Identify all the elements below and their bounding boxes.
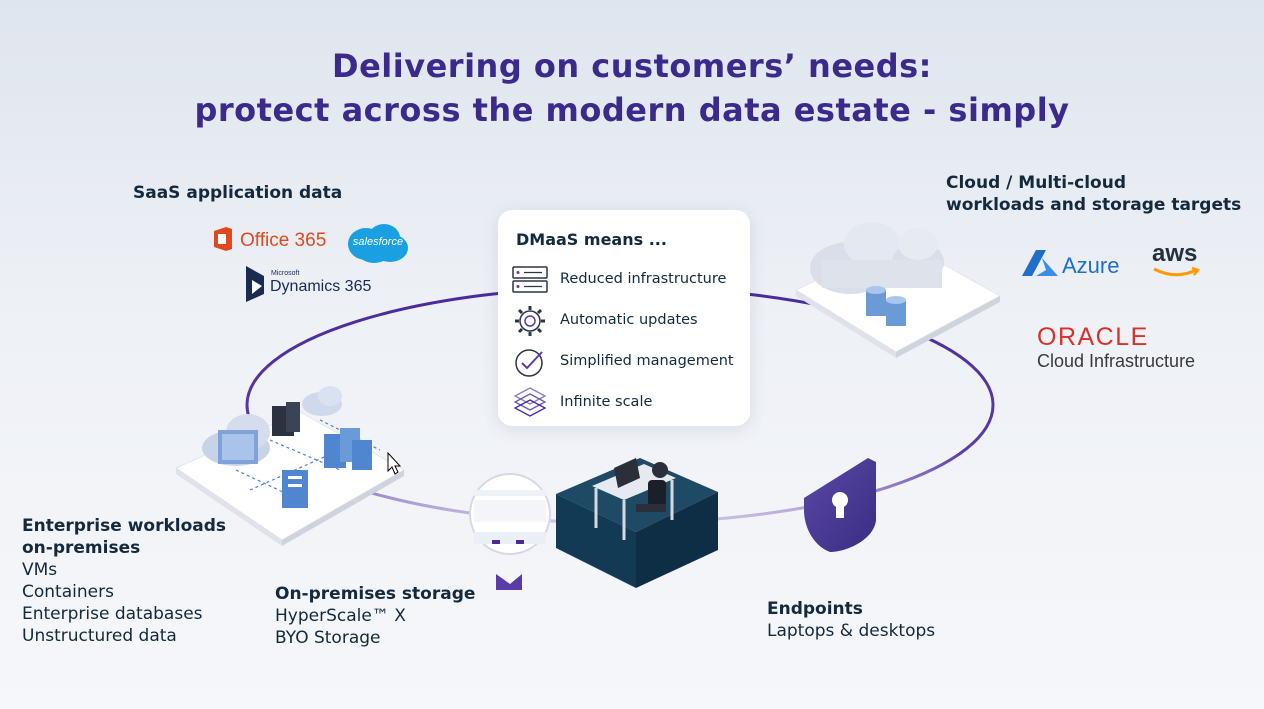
shield-lock-icon bbox=[804, 458, 876, 552]
cloud-heading-line-2: workloads and storage targets bbox=[946, 195, 1242, 215]
slide-title: Delivering on customers’ needs: protect … bbox=[0, 44, 1264, 132]
dynamics-logo: Dynamics 365 bbox=[270, 278, 372, 295]
server-icon bbox=[512, 266, 548, 293]
enterprise-heading-line-1: Enterprise workloads bbox=[22, 516, 227, 536]
enterprise-item: VMs bbox=[22, 560, 58, 580]
feature-label: Automatic updates bbox=[560, 312, 698, 328]
onprem-item: HyperScale™ X bbox=[275, 606, 406, 626]
onprem-list: HyperScale™ X BYO Storage bbox=[275, 605, 406, 649]
enterprise-item: Enterprise databases bbox=[22, 604, 203, 624]
cloud-heading: Cloud / Multi-cloud workloads and storag… bbox=[946, 172, 1241, 216]
enterprise-item: Containers bbox=[22, 582, 114, 602]
onprem-heading: On-premises storage bbox=[275, 584, 476, 604]
feature-label: Reduced infrastructure bbox=[560, 271, 727, 287]
oracle-logo: ORACLE bbox=[1037, 323, 1149, 351]
oracle-cloud-subtitle: Cloud Infrastructure bbox=[1037, 351, 1196, 371]
gauge-check-icon bbox=[515, 349, 543, 377]
salesforce-logo: salesforce bbox=[352, 236, 404, 248]
enterprise-list: VMs Containers Enterprise databases Unst… bbox=[22, 559, 203, 647]
mouse-cursor-icon bbox=[387, 451, 402, 475]
endpoints-heading: Endpoints bbox=[767, 599, 863, 619]
cloud-heading-line-1: Cloud / Multi-cloud bbox=[946, 173, 1127, 193]
dashboard-preview-bubble bbox=[469, 473, 551, 555]
enterprise-platform bbox=[174, 386, 406, 546]
dmaas-title: DMaaS means ... bbox=[516, 230, 667, 249]
enterprise-item: Unstructured data bbox=[22, 626, 177, 646]
enterprise-heading-line-2: on-premises bbox=[22, 538, 141, 558]
layers-icon bbox=[513, 387, 547, 417]
aws-logo: aws bbox=[1152, 240, 1198, 267]
salesforce-logo-icon bbox=[348, 224, 408, 263]
feature-automatic-updates: Automatic updates bbox=[512, 305, 742, 337]
feature-label: Infinite scale bbox=[560, 394, 653, 410]
endpoints-item: Laptops & desktops bbox=[767, 621, 936, 641]
saas-heading: SaaS application data bbox=[133, 183, 343, 203]
gear-icon bbox=[515, 306, 545, 336]
azure-logo-icon bbox=[1022, 250, 1058, 276]
office-logo-icon bbox=[214, 227, 232, 251]
dmaas-card: DMaaS means ... Reduced infrastructure A… bbox=[498, 210, 750, 426]
hyperscale-platform bbox=[556, 458, 718, 588]
brand-mark-icon bbox=[496, 574, 522, 590]
title-line-2: protect across the modern data estate - … bbox=[194, 91, 1070, 129]
dynamics-maker: Microsoft bbox=[271, 270, 300, 277]
office365-logo: Office 365 bbox=[240, 230, 327, 251]
feature-infinite-scale: Infinite scale bbox=[512, 387, 742, 419]
dynamics-logo-icon bbox=[246, 266, 264, 302]
onprem-item: BYO Storage bbox=[275, 628, 381, 648]
feature-reduced-infrastructure: Reduced infrastructure bbox=[512, 264, 742, 296]
enterprise-heading: Enterprise workloads on-premises bbox=[22, 515, 226, 559]
feature-simplified-management: Simplified management bbox=[512, 346, 742, 378]
aws-smile-icon bbox=[1153, 266, 1200, 277]
cloud-platform bbox=[794, 222, 1002, 358]
feature-label: Simplified management bbox=[560, 353, 734, 369]
title-line-1: Delivering on customers’ needs: bbox=[332, 47, 932, 85]
azure-logo: Azure bbox=[1062, 253, 1120, 278]
